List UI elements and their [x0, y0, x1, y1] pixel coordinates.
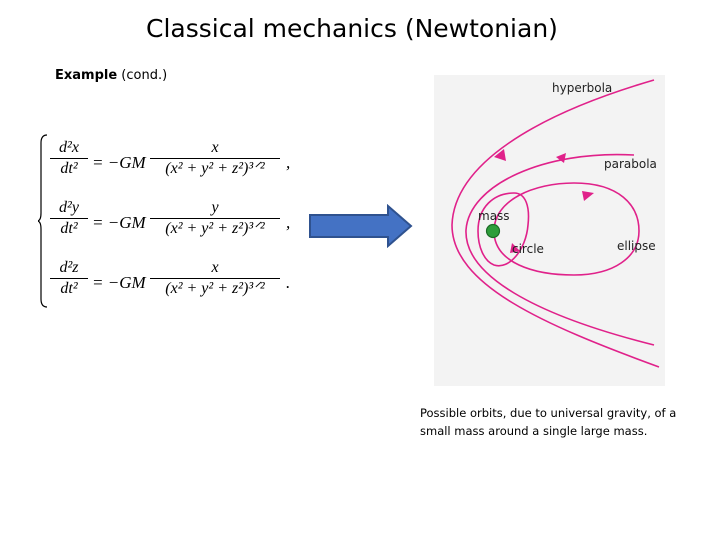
parabola-orbit: [465, 153, 655, 346]
eq-z-equals: = −GM: [92, 273, 146, 292]
hyperbola-arrow-icon: [494, 149, 506, 161]
eq-y-rhs-den: (x² + y² + z²)³ᐟ²: [165, 220, 265, 237]
orbits-drawing: [451, 79, 660, 368]
right-arrow-icon: [309, 204, 413, 248]
mass-dot: [485, 223, 501, 239]
eq-y-punct: ,: [286, 213, 291, 232]
equation-x: d²x dt² = −GM x (x² + y² + z²)³ᐟ² ,: [50, 137, 310, 193]
label-hyperbola: hyperbola: [552, 81, 613, 95]
parabola-arrow-icon: [556, 153, 566, 163]
label-parabola: parabola: [604, 157, 657, 171]
ellipse-orbit: [493, 182, 640, 276]
eq-x-punct: ,: [286, 153, 291, 172]
equation-z: d²z dt² = −GM x (x² + y² + z²)³ᐟ² .: [50, 257, 310, 313]
ellipse-arrow-icon: [582, 191, 594, 201]
equation-y: d²y dt² = −GM y (x² + y² + z²)³ᐟ² ,: [50, 197, 310, 253]
eq-y-equals: = −GM: [92, 213, 146, 232]
eq-z-lhs-den: dt²: [60, 280, 78, 297]
subtitle-rest: (cond.): [117, 68, 168, 83]
eq-z-rhs-num: x: [211, 259, 219, 276]
orbits-diagram: hyperbola parabola mass circle ellipse: [434, 75, 665, 386]
eq-x-rhs-num: x: [211, 139, 219, 156]
eq-x-rhs-den: (x² + y² + z²)³ᐟ²: [165, 160, 265, 177]
equation-system: d²x dt² = −GM x (x² + y² + z²)³ᐟ² , d²y …: [38, 133, 308, 313]
subtitle-bold: Example: [55, 68, 118, 83]
hyperbola-orbit: [451, 79, 660, 368]
label-circle: circle: [512, 242, 544, 256]
eq-z-rhs-den: (x² + y² + z²)³ᐟ²: [165, 280, 265, 297]
eq-x-lhs-den: dt²: [60, 160, 78, 177]
eq-y-lhs-num: d²y: [59, 199, 79, 216]
eq-y-lhs-den: dt²: [60, 220, 78, 237]
inner-orbit: [477, 192, 530, 267]
label-ellipse: ellipse: [617, 239, 656, 253]
eq-x-lhs-num: d²x: [59, 139, 79, 156]
eq-x-equals: = −GM: [92, 153, 146, 172]
diagram-caption: Possible orbits, due to universal gravit…: [420, 406, 677, 438]
slide-title: Classical mechanics (Newtonian): [146, 14, 558, 43]
eq-z-lhs-num: d²z: [59, 259, 79, 276]
label-mass: mass: [478, 209, 510, 223]
eq-y-rhs-num: y: [211, 199, 219, 216]
eq-z-punct: .: [286, 273, 291, 292]
circle-arrow-icon: [510, 243, 520, 253]
left-brace-icon: [38, 134, 48, 308]
slide-subtitle: Example (cond.): [55, 68, 167, 83]
